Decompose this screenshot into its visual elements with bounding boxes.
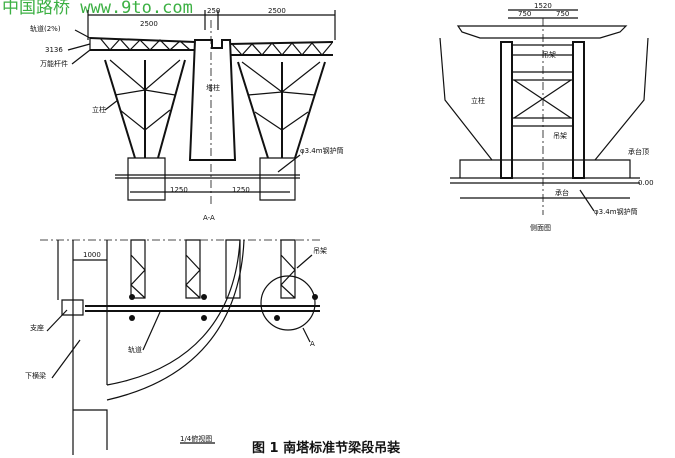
casing-label: φ3.4m钢护筒 — [594, 207, 638, 216]
beam-label: 3136 — [45, 46, 63, 54]
plan-dim: 1000 — [83, 251, 101, 259]
cap-label: 承台 — [555, 188, 569, 197]
level-bottom-label: 0.00 — [638, 179, 654, 187]
section-aa-caption: A-A — [203, 214, 215, 222]
track-label: 轨道 — [128, 345, 142, 354]
casing-label: φ3.4m钢护筒 — [300, 146, 344, 155]
hanger-top-label: 吊架 — [542, 51, 556, 59]
plan-view: 1000 吊架 支座 轨道 下横梁 A 1/4俯视图 — [25, 239, 327, 455]
support-label: 支座 — [30, 323, 44, 332]
dim-left: 2500 — [140, 20, 158, 28]
tower-label: 塔柱 — [206, 83, 220, 92]
detail-a-label: A — [310, 340, 315, 348]
plan-view-caption: 1/4俯视图 — [180, 434, 212, 443]
watermark: 中国路桥 www.9to.com — [2, 0, 193, 18]
track-label: 轨道(2%) — [30, 24, 61, 33]
dim-right: 750 — [556, 10, 569, 18]
side-view-caption: 侧面图 — [530, 223, 551, 232]
dim-right: 2500 — [268, 7, 286, 15]
dim-left: 750 — [518, 10, 531, 18]
cap-dim-right: 1250 — [232, 186, 250, 194]
figure-title: 图 1 南塔标准节梁段吊装 — [252, 441, 401, 456]
level-top-label: 承台顶 — [628, 147, 649, 156]
column-label: 立柱 — [92, 105, 106, 114]
universal-member-label: 万能杆件 — [40, 59, 68, 68]
dim-total: 1520 — [534, 2, 552, 10]
hanger-label: 吊架 — [313, 247, 327, 255]
hanger-bottom-label: 吊架 — [553, 132, 567, 140]
section-aa: 2500 250 2500 塔柱 1250 1250 轨道(2%) 3136 万… — [30, 7, 344, 222]
side-view: 1520 750 750 吊架 立柱 吊架 承台顶 0.00 承台 φ3.4m钢… — [439, 2, 654, 232]
lower-beam-label: 下横梁 — [25, 371, 46, 380]
cap-dim-left: 1250 — [170, 186, 188, 194]
dim-mid: 250 — [207, 7, 220, 15]
column-label: 立柱 — [471, 96, 485, 105]
